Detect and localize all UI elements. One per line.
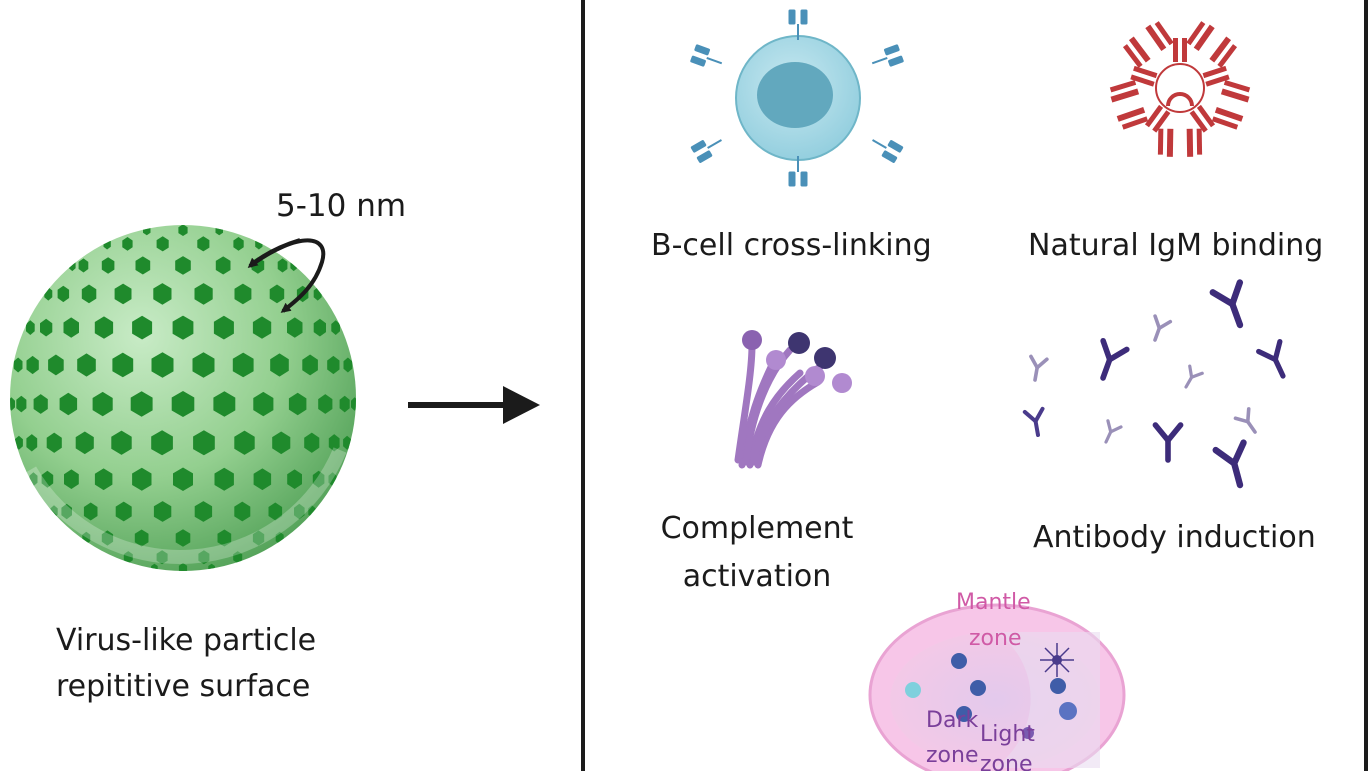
mantle-zone-label-2: zone	[969, 626, 1022, 651]
igm-pentamer-icon	[1109, 21, 1251, 157]
complement-caption-line-1: Complement	[660, 511, 854, 546]
mantle-zone-label: Mantle	[956, 590, 1031, 615]
particle-size-label: 5-10 nm	[276, 188, 407, 224]
size-indicator-arrow-icon	[247, 238, 326, 313]
complement-c1q-icon	[734, 330, 852, 469]
bcell-caption: B-cell cross-linking	[651, 228, 932, 263]
b-cell-icon	[690, 9, 904, 187]
vlp-caption: Virus-like particle repititive surface	[56, 618, 316, 710]
germinal-center-icon: Mantle zone Dark zone Light zone	[868, 590, 1126, 775]
light-zone-label: Light	[980, 722, 1035, 747]
complement-caption-line-2: activation	[682, 559, 832, 594]
antibody-cluster-icon	[1022, 282, 1294, 488]
vlp-caption-line-2: repititive surface	[56, 669, 311, 704]
dark-zone-label-2: zone	[926, 743, 979, 768]
flow-arrow-icon	[408, 386, 540, 424]
vlp-caption-line-1: Virus-like particle	[56, 623, 317, 658]
dark-zone-label: Dark	[926, 708, 978, 733]
antibody-caption: Antibody induction	[1033, 520, 1316, 555]
igm-caption: Natural IgM binding	[1028, 228, 1324, 263]
light-zone-label-2: zone	[980, 752, 1033, 771]
virus-like-particle-icon	[10, 225, 356, 571]
complement-caption: Complement activation	[656, 505, 858, 601]
